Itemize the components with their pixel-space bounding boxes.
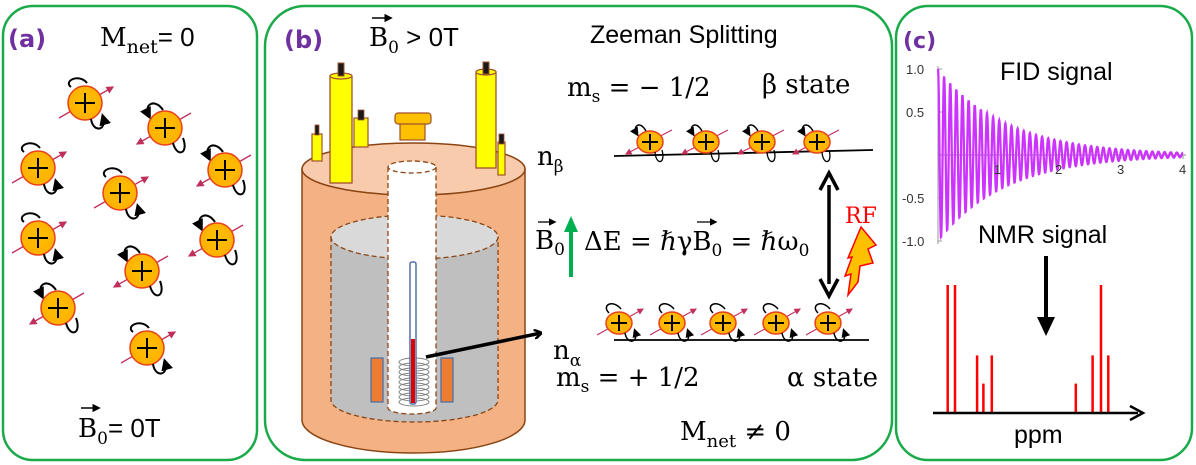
svg-text:1: 1 [994,162,1001,177]
svg-text:-0.5: -0.5 [902,191,924,206]
beta-spin-icon [738,125,784,162]
alpha-spins-group [597,304,852,341]
beta-spin-icon [793,125,839,162]
svg-text:B0= 0T: B0= 0T [78,413,161,449]
proton-spin-icon [12,143,66,193]
svg-text:0.5: 0.5 [906,105,924,120]
svg-text:1.0: 1.0 [906,62,924,77]
nmr-title: NMR signal [978,221,1107,249]
sample-pointer-arrow [425,333,541,359]
magnet-coil-left [370,357,384,403]
proton-spin-icon [197,145,251,194]
panel-b-border [263,4,894,462]
proton-spin-icon [59,78,113,128]
alpha-state-label: α state [787,363,878,393]
panel-c-label: (c) [903,29,936,54]
fid-title: FID signal [1000,58,1113,86]
panel-a: (a) Mnet= 0 B0= 0T [1,4,259,462]
nmr-magnet-cryostat [301,61,541,454]
magnet-coil-right [440,357,454,403]
svg-text:-1.0: -1.0 [902,234,924,249]
alpha-ms-label: ms = + 1/2 [556,363,700,397]
fid-x-tick-labels: 1 2 3 4 [994,162,1186,177]
panel-b-label: (b) [284,26,323,54]
beta-spin-icon [682,125,728,162]
rf-label: RF [845,204,877,229]
proton-spin-icon [30,283,84,332]
panel-a-label: (a) [8,25,46,53]
svg-text:ΔE = ℏγB0 = ℏω0: ΔE = ℏγB0 = ℏω0 [584,227,809,261]
nmr-spectrum-chart: NMR signal ppm [933,221,1146,449]
sample-liquid [411,339,415,403]
beta-state-label: β state [762,70,850,100]
fid-curve [936,68,1184,240]
nmr-peaks [946,285,1110,413]
cryostat-ports [311,61,506,184]
panel-a-border [1,4,259,462]
fid-y-tick-labels: 1.0 0.5 -0.5 -1.0 [902,62,924,249]
panel-c: (c) 1.0 0.5 -0.5 -1.0 [894,4,1194,462]
n-beta-label: nβ [537,142,564,177]
alpha-spin-icon [701,304,747,341]
random-spins-group [12,78,251,373]
b0-zero-label: B0= 0T [78,403,161,449]
beta-spins-group [626,125,839,162]
svg-text:3: 3 [1117,162,1124,177]
alpha-spin-icon [806,304,852,341]
svg-text:4: 4 [1179,162,1186,177]
svg-text:2: 2 [1055,162,1062,177]
zeeman-diagram: Zeeman Splitting ms = − 1/2 β state nβ B… [535,21,878,452]
n-alpha-label: nα [553,336,582,371]
proton-spin-icon [137,103,191,152]
energy-equation: ΔE = ℏγB0 = ℏω0 [584,218,809,261]
panel-b: (b) B0 > 0T [263,4,894,462]
mnet-zero-label: Mnet= 0 [100,22,195,58]
alpha-spin-icon [650,304,696,341]
mnet-nonzero-label: Mnet ≠ 0 [680,417,791,452]
proton-spin-icon [189,215,243,264]
panel-c-border [894,4,1194,462]
proton-spin-icon [94,168,148,218]
alpha-spin-icon [754,304,800,341]
ppm-axis-label: ppm [1014,421,1063,449]
fid-chart: 1.0 0.5 -0.5 -1.0 1 2 3 4 [902,58,1186,249]
beta-ms-label: ms = − 1/2 [567,73,711,107]
zeeman-title: Zeeman Splitting [590,21,778,49]
svg-text:B0 > 0T: B0 > 0T [369,22,459,58]
alpha-spin-icon [597,304,643,341]
transition-double-arrow [818,169,840,300]
b0-positive-label: B0 > 0T [369,13,459,58]
rf-lightning-icon [843,225,878,298]
svg-text:B0: B0 [535,226,565,260]
b0-field-arrow-label: B0 [535,216,578,277]
proton-spin-icon [121,323,175,373]
proton-spin-icon [12,213,66,263]
proton-spin-icon [114,246,168,295]
